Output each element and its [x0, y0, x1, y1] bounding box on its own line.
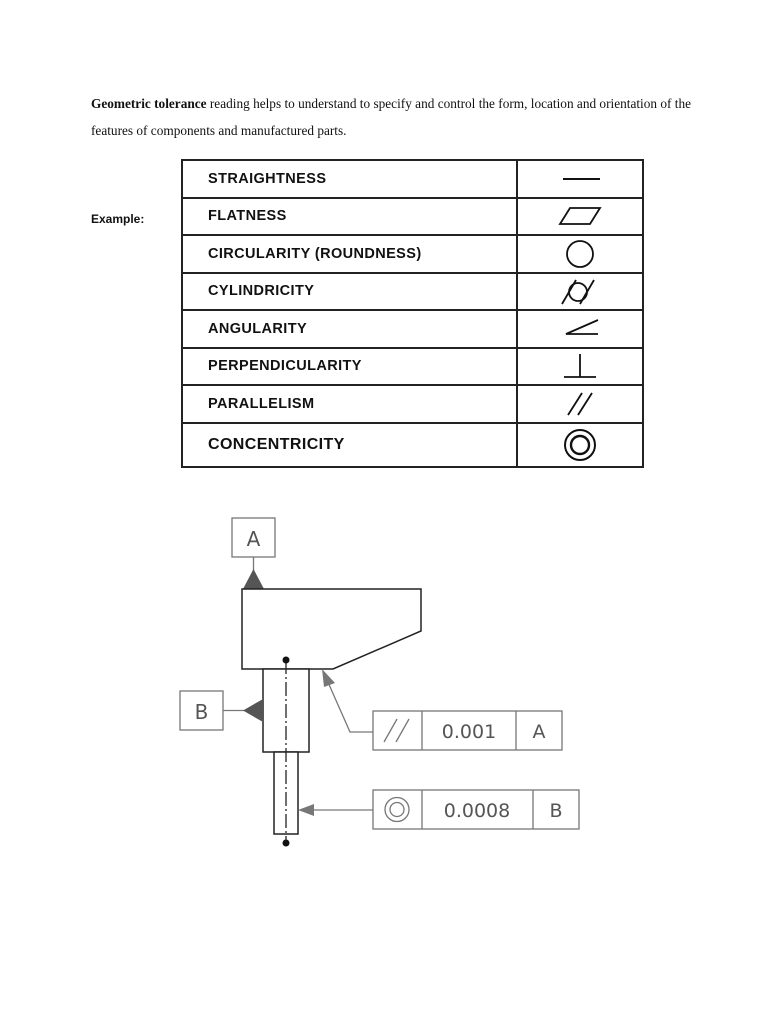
intro-bold-term: Geometric tolerance — [91, 96, 207, 111]
table-row: CIRCULARITY (ROUNDNESS) — [181, 236, 644, 274]
feature-control-frame-1: 0.001 A — [372, 710, 563, 751]
circularity-icon — [566, 239, 594, 268]
flatness-icon — [558, 207, 602, 226]
straightness-icon — [563, 177, 600, 180]
example-label: Example: — [91, 212, 145, 226]
angularity-icon — [565, 318, 599, 335]
tolerance-value-1: 0.001 — [442, 721, 496, 743]
datum-b-triangle — [243, 699, 263, 722]
datum-a-triangle — [243, 569, 264, 589]
upper-block — [241, 588, 422, 670]
datum-ref-2: B — [549, 800, 562, 822]
datum-a-box — [231, 517, 276, 558]
concentricity-icon — [384, 796, 410, 823]
table-row: ANGULARITY — [181, 311, 644, 349]
parallelism-icon — [383, 718, 410, 743]
feature-control-frame-2: 0.0008 B — [372, 789, 580, 830]
tolerance-name: CYLINDRICITY — [183, 273, 518, 309]
intro-text: reading helps to understand to specify a… — [91, 96, 692, 138]
tolerance-name: CONCENTRICITY — [183, 423, 518, 466]
tolerance-name: PERPENDICULARITY — [183, 348, 518, 384]
tolerance-symbol-table: STRAIGHTNESS FLATNESS CIRCULARITY (ROUND… — [181, 159, 644, 468]
table-row: STRAIGHTNESS — [181, 159, 644, 199]
datum-a-label: A — [247, 527, 261, 551]
datum-ref-1: A — [533, 721, 546, 743]
table-row: FLATNESS — [181, 198, 644, 236]
concentricity-icon — [564, 428, 596, 461]
cylindricity-icon — [561, 279, 595, 305]
perpendicularity-icon — [564, 354, 596, 379]
tolerance-name: CIRCULARITY (ROUNDNESS) — [183, 236, 518, 272]
tolerance-value-2: 0.0008 — [444, 800, 510, 822]
tolerance-name: STRAIGHTNESS — [183, 161, 518, 197]
datum-b-box — [179, 690, 224, 731]
tolerance-name: FLATNESS — [183, 198, 518, 234]
table-row: PARALLELISM — [181, 386, 644, 424]
parallelism-icon — [567, 392, 593, 416]
datum-b-label: B — [195, 700, 209, 724]
tolerance-name: ANGULARITY — [183, 311, 518, 347]
table-row: CYLINDRICITY — [181, 273, 644, 311]
table-row: PERPENDICULARITY — [181, 348, 644, 386]
tolerance-name: PARALLELISM — [183, 386, 518, 422]
intro-paragraph: Geometric tolerance reading helps to und… — [91, 90, 691, 144]
table-row: CONCENTRICITY — [181, 423, 644, 468]
